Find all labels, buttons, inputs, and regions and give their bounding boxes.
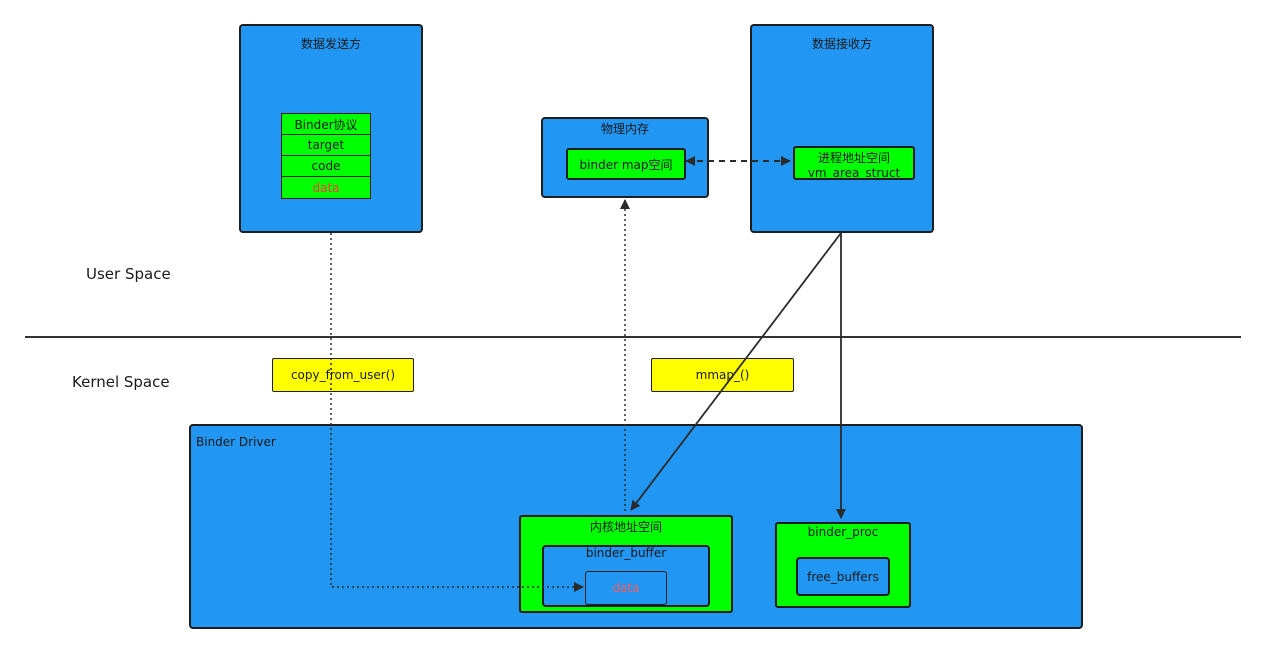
binder-protocol-table: Binder协议 target code data — [281, 113, 371, 199]
kernel-space-title: 内核地址空间 — [589, 520, 662, 534]
protocol-row-data: data — [282, 177, 370, 198]
physical-memory-box: 物理内存 binder map空间 — [541, 117, 709, 198]
user-space-label: User Space — [86, 265, 171, 283]
copy-from-user-call: copy_from_user() — [272, 358, 414, 392]
binder-buffer-box: binder_buffer data — [542, 545, 710, 607]
process-space-line1: 进程地址空间 — [817, 151, 890, 165]
receiver-title: 数据接收方 — [811, 37, 872, 51]
free-buffers-box: free_buffers — [796, 557, 890, 596]
mmap-call: mmap_() — [651, 358, 794, 392]
kernel-address-space: 内核地址空间 binder_buffer data — [519, 515, 733, 613]
receiver-box: 数据接收方 进程地址空间 vm_area_struct — [750, 24, 934, 233]
binder-driver-title: Binder Driver — [196, 435, 276, 449]
sender-box: 数据发送方 Binder协议 target code data — [239, 24, 423, 233]
kernel-data-block: data — [585, 571, 667, 605]
sender-title: 数据发送方 — [300, 37, 361, 51]
user-kernel-divider — [25, 336, 1241, 338]
process-address-space: 进程地址空间 vm_area_struct — [793, 146, 915, 180]
kernel-space-label: Kernel Space — [72, 373, 170, 391]
process-space-line2: vm_area_struct — [807, 166, 901, 180]
binder-map-space: binder map空间 — [566, 148, 686, 180]
protocol-row-target: target — [282, 135, 370, 156]
binder-proc-box: binder_proc free_buffers — [775, 522, 911, 608]
binder-driver-box: Binder Driver 内核地址空间 binder_buffer data … — [189, 424, 1083, 629]
protocol-row-header: Binder协议 — [282, 114, 370, 135]
physical-memory-title: 物理内存 — [600, 122, 649, 136]
binder-buffer-title: binder_buffer — [585, 546, 667, 560]
binder-proc-title: binder_proc — [807, 525, 879, 539]
protocol-row-code: code — [282, 156, 370, 177]
